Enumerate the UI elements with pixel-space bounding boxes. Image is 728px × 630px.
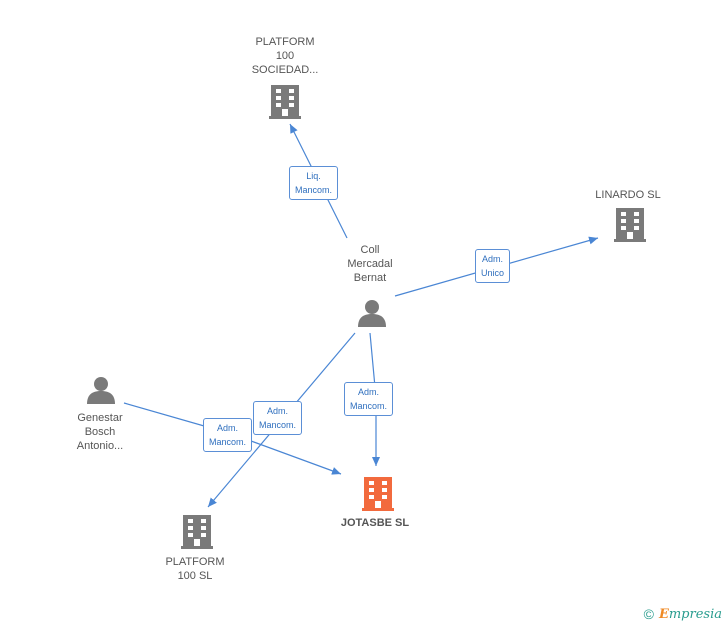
brand-logo: Empresia <box>659 607 722 622</box>
node-name-line: Bernat <box>353 272 387 284</box>
node-label-coll[interactable]: Coll Mercadal Bernat <box>320 243 420 285</box>
node-name-line: Genestar <box>77 412 123 424</box>
edge-label-line: Unico <box>481 268 505 278</box>
node-name-line: 100 <box>275 50 295 62</box>
node-name-line: Coll <box>360 244 380 256</box>
edge-label-coll-platform100-sociedad[interactable]: Liq. Mancom. <box>289 166 339 200</box>
node-label-platform100-sl[interactable]: PLATFORM 100 SL <box>145 555 245 583</box>
node-name-line: PLATFORM <box>255 36 315 48</box>
node-name-line: Bosch <box>84 426 116 438</box>
platform100-sociedad-building-icon[interactable] <box>269 85 301 119</box>
edge-label-line: Mancom. <box>350 401 388 411</box>
brand-initial: E <box>658 606 669 622</box>
edge-label-line: Liq. <box>306 171 321 181</box>
node-label-jotasbe[interactable]: JOTASBE SL <box>325 516 425 530</box>
node-name-line: Mercadal <box>347 258 393 270</box>
jotasbe-building-icon[interactable] <box>362 477 394 511</box>
node-name-line: 100 SL <box>177 570 213 582</box>
platform100-sl-building-icon[interactable] <box>181 515 213 549</box>
edge-label-line: Adm. <box>482 254 504 264</box>
edge-label-genestar-jotasbe[interactable]: Adm. Mancom. <box>203 418 253 452</box>
edge-label-coll-jotasbe[interactable]: Adm. Mancom. <box>344 382 394 416</box>
node-name-line: LINARDO SL <box>595 189 661 201</box>
node-icons <box>87 85 646 549</box>
edge-label-line: Mancom. <box>209 437 247 447</box>
edge-label-coll-platform100-sl[interactable]: Adm. Mancom. <box>253 401 303 435</box>
node-name-line: Antonio... <box>76 440 124 452</box>
edge-label-line: Mancom. <box>259 420 297 430</box>
edge-label-line: Mancom. <box>295 185 333 195</box>
node-label-linardo[interactable]: LINARDO SL <box>578 188 678 202</box>
node-name-line: PLATFORM <box>165 556 225 568</box>
edge-label-coll-linardo[interactable]: Adm. Unico <box>475 249 511 283</box>
genestar-person-icon[interactable] <box>87 377 115 404</box>
node-name-line: JOTASBE SL <box>340 517 410 529</box>
edge-label-line: Adm. <box>217 423 239 433</box>
edges <box>123 123 599 508</box>
coll-person-icon[interactable] <box>358 300 386 327</box>
copyright-brand[interactable]: © Empresia <box>644 606 722 622</box>
linardo-building-icon[interactable] <box>614 208 646 242</box>
edge-label-line: Adm. <box>267 406 289 416</box>
node-label-genestar[interactable]: Genestar Bosch Antonio... <box>50 411 150 453</box>
brand-rest: mpresia <box>668 606 722 622</box>
copyright-icon: © <box>643 606 654 622</box>
node-name-line: SOCIEDAD... <box>251 64 319 76</box>
edge-label-line: Adm. <box>358 387 380 397</box>
node-label-platform100-sociedad[interactable]: PLATFORM 100 SOCIEDAD... <box>235 35 335 77</box>
